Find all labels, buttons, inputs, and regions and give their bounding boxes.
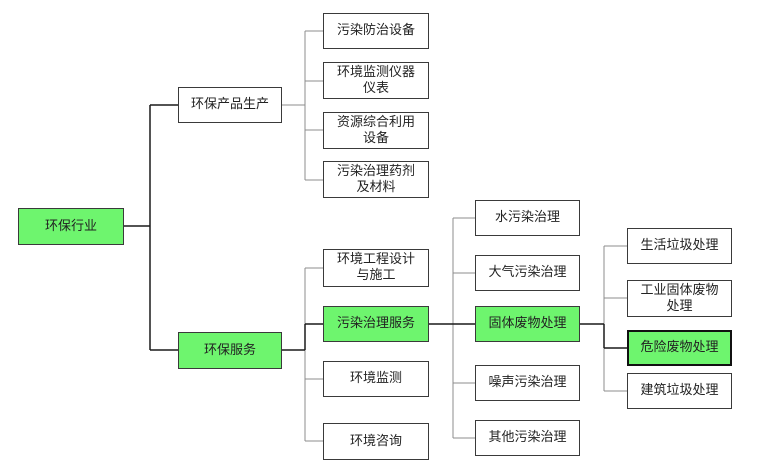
node-other: 其他污染治理 [475,420,580,456]
node-services: 环保服务 [178,332,282,369]
node-household: 生活垃圾处理 [627,228,732,264]
connector-root [124,104,178,351]
node-monitoring-instruments: 环境监测仪器 仪表 [323,62,429,99]
node-solid-waste: 固体废物处理 [475,306,580,342]
node-env-consulting: 环境咨询 [323,423,429,460]
node-pollution-equipment: 污染防治设备 [323,13,429,49]
connector-services-bold [282,323,323,351]
node-resource-equipment: 资源综合利用 设备 [323,112,429,149]
node-products: 环保产品生产 [178,87,282,123]
node-root: 环保行业 [18,208,124,245]
node-construction: 建筑垃圾处理 [627,373,732,409]
node-industrial: 工业固体废物 处理 [627,280,732,317]
node-water: 水污染治理 [475,200,580,236]
connector-products [282,30,323,181]
node-pollution-service: 污染治理服务 [323,306,429,342]
node-env-monitoring: 环境监测 [323,361,429,397]
node-noise: 噪声污染治理 [475,365,580,401]
node-air: 大气污染治理 [475,255,580,291]
connector-solid-waste-bold [580,323,627,349]
node-env-engineering: 环境工程设计 与施工 [323,249,429,287]
node-treatment-agents: 污染治理药剂 及材料 [323,161,429,198]
node-hazardous: 危险废物处理 [627,330,732,366]
connector-pollution-service [452,217,475,439]
connector-solid-waste [603,245,627,392]
connector-services [304,267,323,442]
